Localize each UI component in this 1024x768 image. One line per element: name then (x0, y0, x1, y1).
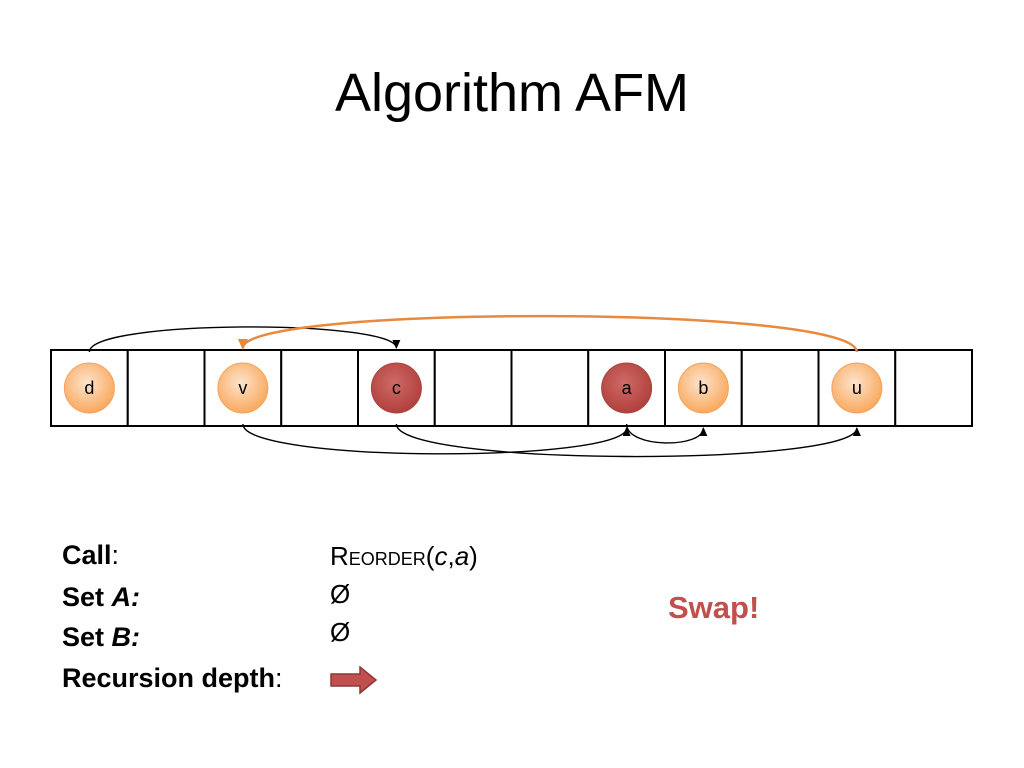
call-separator: , (447, 541, 455, 571)
array-cell (280, 349, 359, 427)
arc-u-to-v (238, 314, 859, 353)
call-label-text: Call (62, 540, 112, 570)
array-cell (433, 349, 513, 427)
call-paren-open: ( (425, 541, 435, 571)
call-paren-close: ) (469, 541, 478, 571)
set-a-label: Set A: (62, 582, 140, 613)
set-b-label: Set B: (62, 622, 140, 653)
node-label-u: u (852, 378, 862, 398)
node-d: d (63, 362, 115, 414)
call-arg-2: a (454, 541, 470, 571)
node-v: v (217, 362, 269, 414)
node-circle-c (370, 362, 422, 414)
node-c: c (370, 362, 422, 414)
recursion-depth-colon: : (275, 663, 283, 693)
call-value: Reorder(c,a) (330, 541, 478, 572)
set-a-value: Ø (330, 579, 351, 609)
slide-title: Algorithm AFM (334, 63, 690, 123)
swap-label: Swap! (668, 590, 760, 625)
set-b-var: B: (111, 622, 141, 652)
node-circle-v (217, 362, 269, 414)
array-cell (510, 349, 590, 427)
node-circle-a (601, 362, 653, 414)
node-label-d: d (84, 378, 94, 398)
node-label-b: b (698, 378, 708, 398)
node-u: u (831, 362, 883, 414)
node-circle-u (831, 362, 883, 414)
set-a-label-text: Set (62, 582, 112, 612)
call-function-name: Reorder (330, 541, 426, 571)
set-b-value: Ø (330, 617, 351, 647)
arc-a-to-b (625, 423, 708, 444)
arc-d-to-c (88, 326, 401, 353)
arc-c-to-u (395, 423, 861, 458)
node-b: b (677, 362, 729, 414)
node-label-a: a (622, 378, 633, 398)
arc-v-to-a (242, 423, 631, 455)
node-label-v: v (238, 378, 247, 398)
array-cell (126, 349, 206, 427)
array-cell (740, 349, 820, 427)
call-colon: : (111, 540, 120, 570)
node-circle-d (63, 362, 115, 414)
node-a: a (601, 362, 653, 414)
call-arg-1: c (434, 541, 448, 571)
set-b-label-text: Set (62, 622, 112, 652)
node-label-c: c (392, 378, 401, 398)
set-a-var: A: (111, 582, 141, 612)
call-label: Call: (62, 540, 119, 571)
array-cell (894, 349, 973, 427)
recursion-depth-label: Recursion depth: (62, 663, 283, 694)
node-circle-b (677, 362, 729, 414)
recursion-depth-label-text: Recursion depth (62, 663, 276, 693)
recursion-depth-arrow-icon (330, 666, 378, 695)
